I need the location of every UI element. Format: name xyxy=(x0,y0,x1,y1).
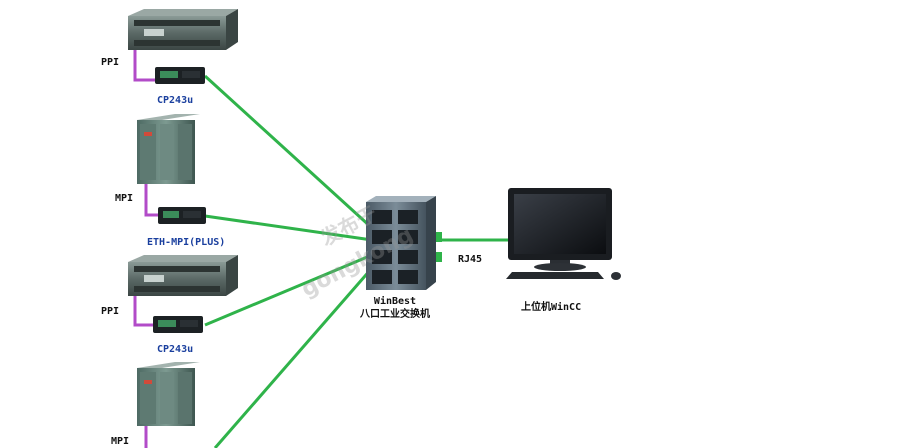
label-eth-mpi: ETH-MPI(PLUS) xyxy=(147,237,226,248)
label-mpi-2: MPI xyxy=(111,436,130,447)
link-cp243u-1 xyxy=(203,74,374,230)
serial-links xyxy=(133,48,158,448)
label-switch-name: WinBest xyxy=(373,296,417,307)
link-cp243u-2 xyxy=(204,253,373,327)
cable-ppi-1 xyxy=(133,48,155,82)
label-rj45: RJ45 xyxy=(458,254,483,265)
label-switch-desc: 八口工业交换机 xyxy=(360,309,430,320)
label-ppi-1: PPI xyxy=(101,57,120,68)
plc-s7-300-1 xyxy=(137,114,200,184)
link-bottom xyxy=(213,267,374,448)
industrial-switch xyxy=(366,196,442,290)
label-cp243u-2: CP243u xyxy=(157,344,194,355)
adapter-cp243u-2 xyxy=(153,316,203,333)
label-pc: 上位机WinCC xyxy=(521,302,582,313)
plc-s7-200-1 xyxy=(128,9,238,50)
label-mpi-1: MPI xyxy=(115,193,134,204)
plc-s7-300-2 xyxy=(137,362,200,426)
label-cp243u-1: CP243u xyxy=(157,95,194,106)
computer-workstation xyxy=(506,188,621,280)
adapter-cp243u-1 xyxy=(155,67,205,84)
link-eth-mpi xyxy=(204,214,373,242)
ethernet-links xyxy=(203,74,508,448)
plc-s7-200-2 xyxy=(128,255,238,296)
cable-ppi-2 xyxy=(133,290,153,327)
adapter-eth-mpi xyxy=(158,207,206,224)
cable-mpi-1 xyxy=(144,184,158,217)
label-ppi-2: PPI xyxy=(101,306,120,317)
